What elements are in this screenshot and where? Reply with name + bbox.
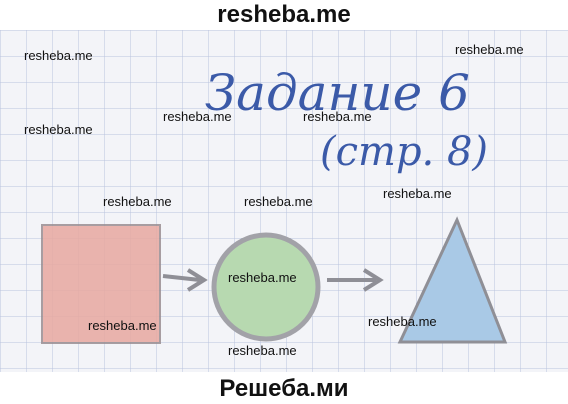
watermark: resheba.me bbox=[103, 194, 172, 209]
watermark: resheba.me bbox=[368, 314, 437, 329]
red-square bbox=[41, 224, 161, 344]
watermark: resheba.me bbox=[24, 122, 93, 137]
watermark: resheba.me bbox=[228, 270, 297, 285]
arrow-right-icon bbox=[162, 268, 208, 292]
watermark: resheba.me bbox=[383, 186, 452, 201]
green-circle bbox=[211, 232, 321, 342]
notebook-photo: Задание 6 (стр. 8) resheba.me resheba.me… bbox=[0, 30, 568, 372]
watermark: resheba.me bbox=[88, 318, 157, 333]
notebook-drawing: Задание 6 (стр. 8) bbox=[0, 30, 568, 372]
watermark: resheba.me bbox=[228, 343, 297, 358]
task-page: (стр. 8) bbox=[320, 129, 488, 175]
watermark: resheba.me bbox=[244, 194, 313, 209]
watermark: resheba.me bbox=[455, 42, 524, 57]
watermark: resheba.me bbox=[24, 48, 93, 63]
blue-triangle bbox=[397, 216, 508, 344]
watermark: resheba.me bbox=[303, 109, 372, 124]
site-brand-footer: Решеба.ми bbox=[219, 375, 349, 402]
watermark: resheba.me bbox=[163, 109, 232, 124]
site-brand-header: resheba.me bbox=[217, 1, 351, 28]
task-title: Задание 6 bbox=[205, 64, 470, 122]
arrow-right-icon bbox=[327, 268, 384, 292]
